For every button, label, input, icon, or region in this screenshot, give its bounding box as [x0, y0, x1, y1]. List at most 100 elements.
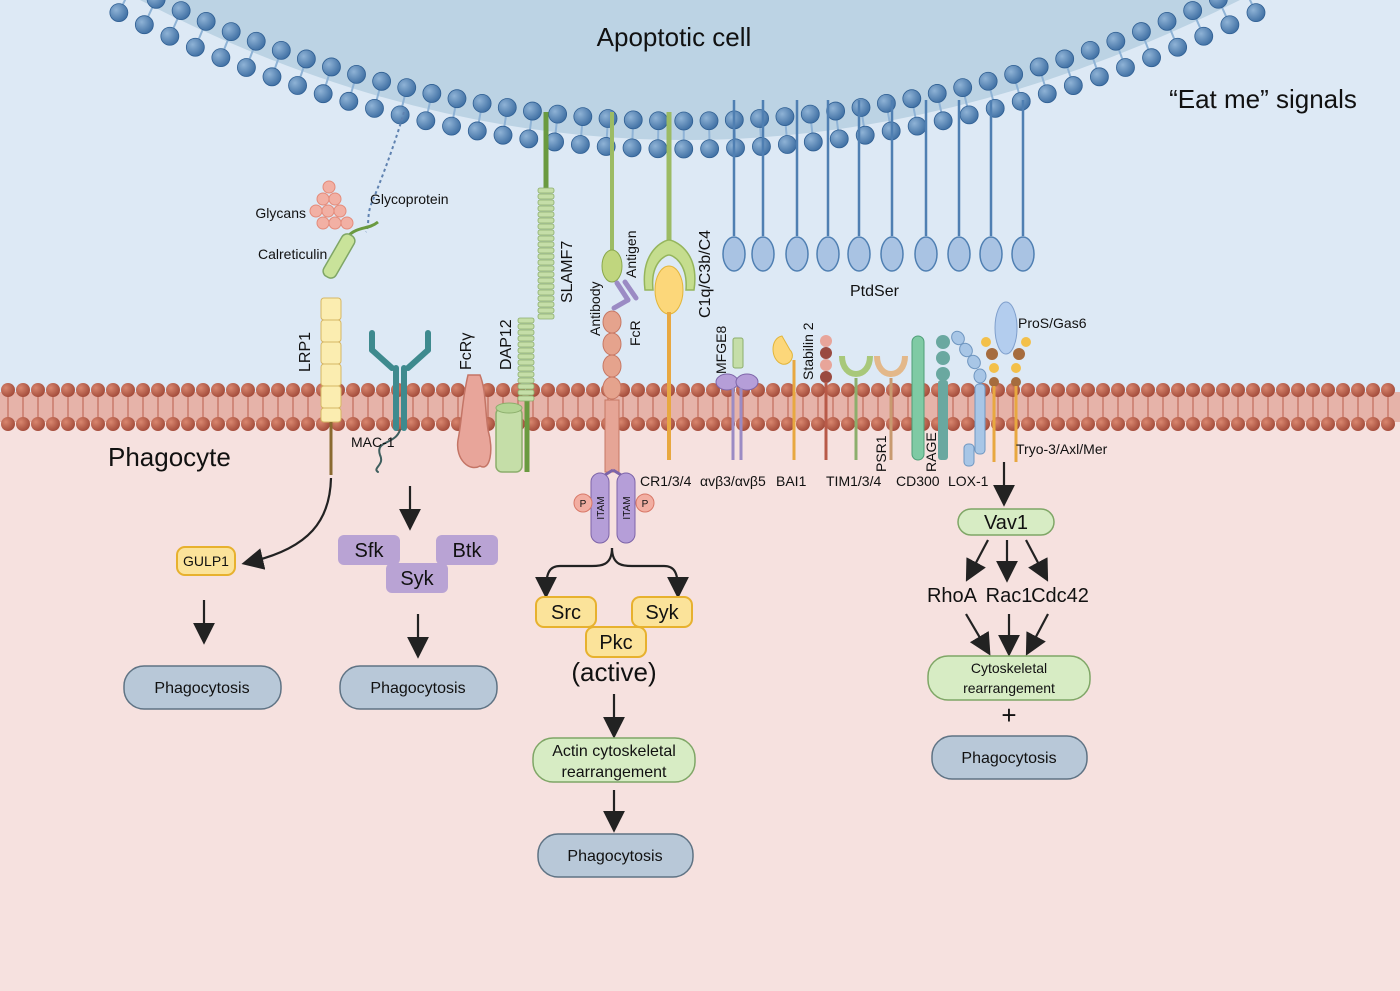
lipid-head-blue: [1246, 3, 1266, 23]
lipid-head-blue: [573, 107, 593, 126]
plus-sign: +: [1001, 700, 1016, 730]
lipid-head-blue: [1004, 64, 1024, 84]
lipid-head-blue: [1063, 76, 1083, 95]
arrow-itam-syk: [610, 547, 689, 599]
fcry-receptor: [456, 374, 492, 469]
lipid-head-red: [196, 383, 210, 397]
lipid-head-red: [286, 417, 300, 431]
lipid-head-red: [1156, 383, 1170, 397]
lipid-head-red: [226, 383, 240, 397]
lipid-head-red: [1081, 383, 1095, 397]
rhoa-label: RhoA: [927, 585, 978, 607]
lipid-head-blue: [1157, 11, 1177, 31]
cyto-label-line1: Cytoskeletal: [971, 660, 1047, 676]
calreticulin-complex: [309, 111, 405, 279]
lipid-head-blue: [851, 98, 871, 117]
mac1-receptor: [369, 330, 431, 473]
cr134-label: CR1/3/4: [640, 473, 692, 489]
syk-active-label: Syk: [645, 602, 679, 624]
lipid-head-blue: [390, 105, 410, 125]
stabilin2-label: Stabilin 2: [800, 322, 816, 380]
tim-label: TIM1/3/4: [826, 473, 881, 489]
src-node: [535, 596, 597, 628]
c1q-label: C1q/C3b/C4: [697, 230, 714, 318]
lipid-head-red: [1366, 417, 1380, 431]
lipid-head-blue: [1037, 84, 1057, 104]
src-label: Src: [551, 602, 581, 624]
ptdser-head: [722, 236, 746, 272]
lipid-head-red: [676, 383, 690, 397]
lipid-head-red: [361, 383, 375, 397]
cyto-label-line2: rearrangement: [963, 680, 1055, 696]
ptdser-head: [979, 236, 1003, 272]
active-label: (active): [571, 657, 656, 687]
lipid-head-red: [961, 383, 975, 397]
lipid-head-red: [346, 417, 360, 431]
lipid-head-red: [856, 383, 870, 397]
lipid-head-blue: [700, 139, 720, 159]
dap12-receptor: [495, 400, 530, 473]
pkc-label: Pkc: [599, 632, 632, 654]
lipid-head-blue: [800, 104, 820, 124]
phagocytosis-label: Phagocytosis: [567, 848, 662, 865]
gulp1-label: GULP1: [183, 553, 229, 569]
eat-me-signals-title: “Eat me” signals: [1169, 84, 1357, 114]
cd300-label: CD300: [896, 473, 940, 489]
lipid-head-red: [151, 417, 165, 431]
c1q-cr-complex: [643, 112, 696, 460]
lipid-head-red: [256, 383, 270, 397]
lipid-head-red: [826, 417, 840, 431]
lipid-head-red: [106, 383, 120, 397]
dap12-label: DAP12: [498, 319, 515, 370]
lipid-head-red: [631, 417, 645, 431]
lipid-head-blue: [752, 137, 771, 156]
lipid-head-blue: [598, 109, 618, 128]
lipid-head-red: [1171, 417, 1185, 431]
lipid-head-blue: [803, 132, 823, 152]
lipid-head-blue: [196, 11, 216, 31]
lipid-head-red: [1096, 383, 1110, 397]
lipid-head-red: [1261, 383, 1275, 397]
lipid-head-red: [571, 417, 585, 431]
phagocytosis-node-mac1: [339, 665, 498, 710]
lipid-head-red: [1246, 417, 1260, 431]
lipid-head-red: [841, 417, 855, 431]
actin-label-line1: Actin cytoskeletal: [552, 743, 676, 760]
lipid-head-red: [631, 383, 645, 397]
lipid-head-blue: [185, 37, 205, 57]
vav1-label: Vav1: [984, 512, 1028, 534]
lipid-head-red: [46, 383, 60, 397]
lipid-head-red: [106, 417, 120, 431]
lipid-head-blue: [726, 138, 745, 158]
lipid-head-blue: [288, 76, 307, 95]
fcry-label: FcRγ: [458, 333, 475, 370]
phagocytosis-node-lrp1: [123, 665, 282, 710]
lipid-head-red: [376, 383, 390, 397]
lipid-head-red: [871, 417, 885, 431]
lipid-head-blue: [339, 91, 359, 111]
lipid-head-red: [166, 383, 180, 397]
lipid-head-blue: [1116, 58, 1135, 77]
lrp1-label: LRP1: [297, 332, 314, 372]
lipid-head-red: [61, 383, 75, 397]
lipid-head-blue: [347, 65, 366, 84]
apoptotic-cell-title: Apoptotic cell: [597, 22, 752, 52]
phagocytosis-label: Phagocytosis: [154, 680, 249, 697]
calreticulin-label: Calreticulin: [258, 246, 327, 262]
btk-node: [436, 535, 498, 565]
lipid-head-red: [1036, 383, 1050, 397]
lipid-head-blue: [953, 78, 973, 98]
lipid-head-red: [46, 417, 60, 431]
lipid-head-red: [1291, 383, 1305, 397]
syk-active-node: [631, 596, 693, 628]
lipid-head-blue: [775, 107, 795, 126]
lipid-head-blue: [442, 116, 461, 136]
lipid-head-red: [1201, 417, 1215, 431]
lipid-head-blue: [1208, 0, 1228, 9]
lipid-head-blue: [221, 22, 241, 42]
lipid-head-red: [136, 383, 150, 397]
bai1-label: BAI1: [776, 473, 807, 489]
lipid-head-red: [211, 383, 225, 397]
lipid-head-red: [1306, 417, 1320, 431]
